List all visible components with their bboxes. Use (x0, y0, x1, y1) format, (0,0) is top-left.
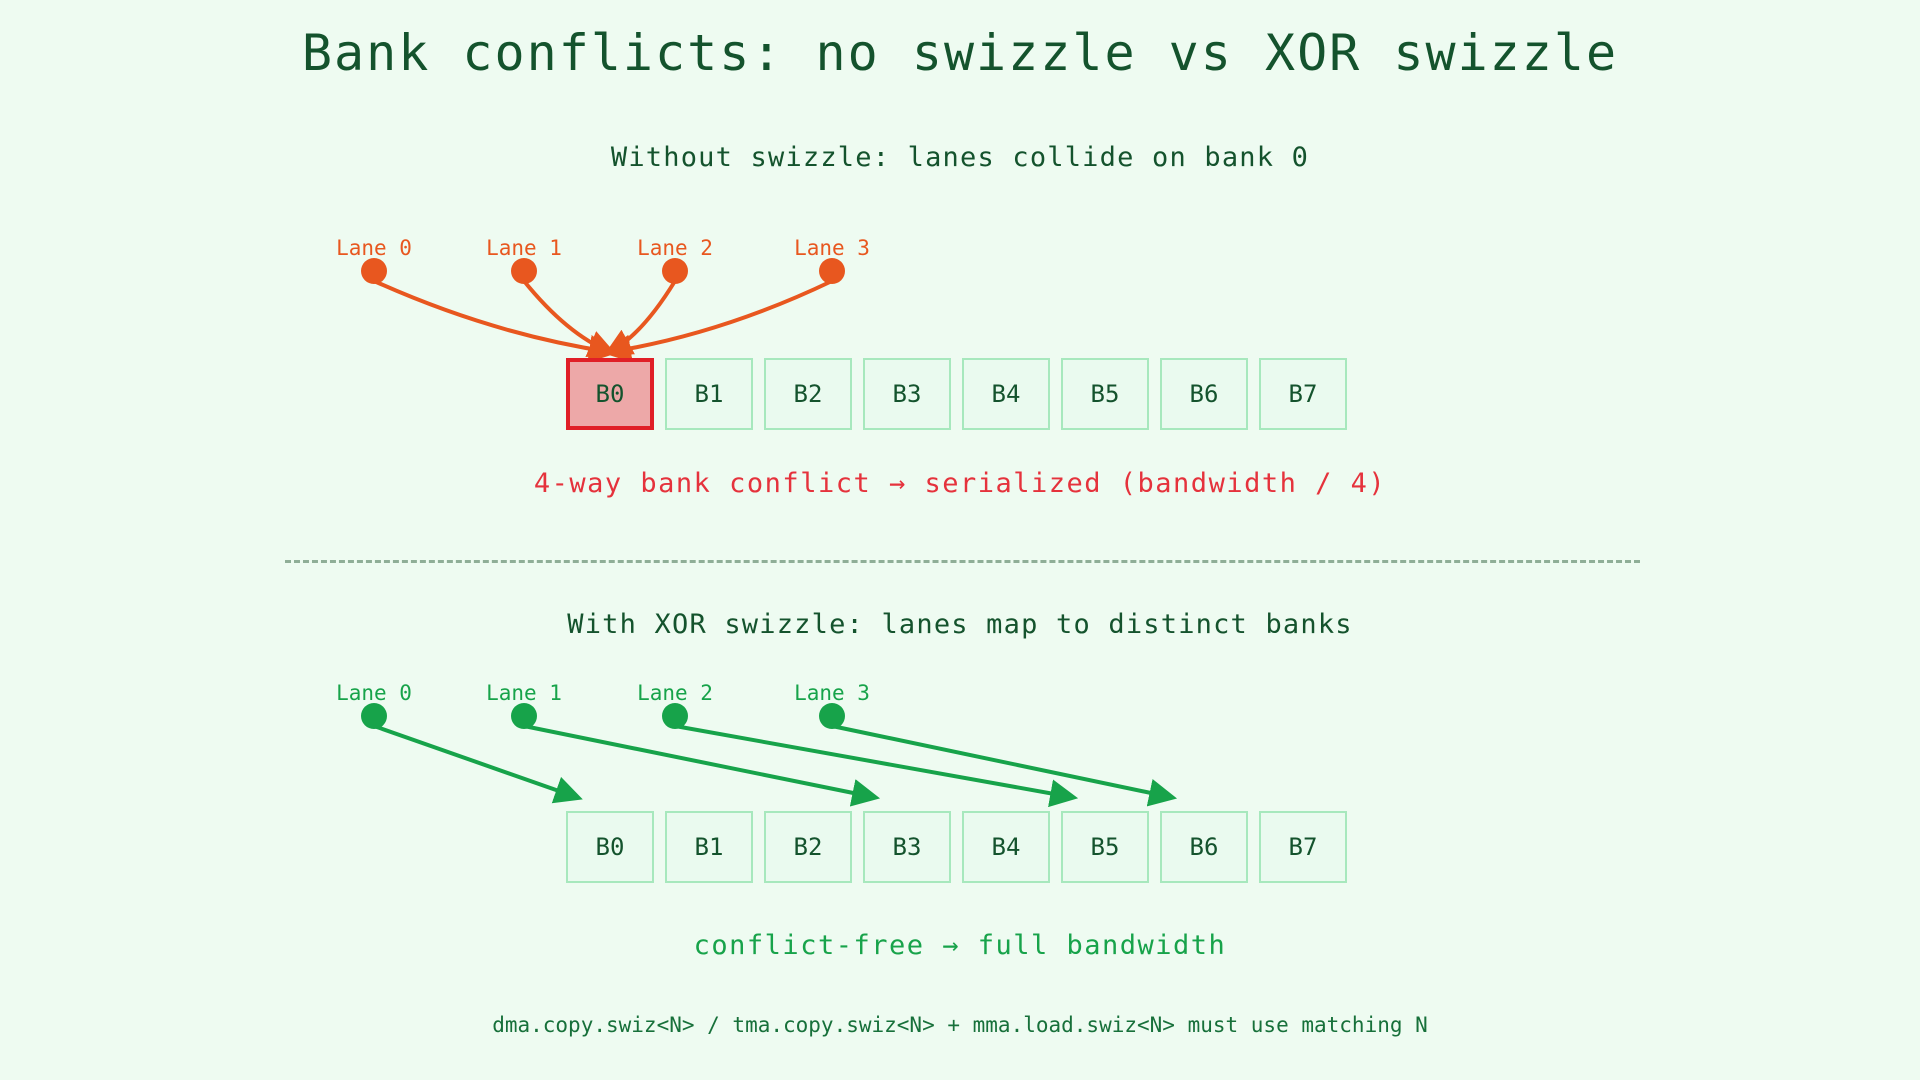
lane-arrow-1 (522, 279, 617, 357)
lane-dot-3 (819, 258, 845, 284)
bank-cell-b5: B5 (1061, 358, 1149, 430)
bank-cell-b1: B1 (665, 811, 753, 883)
bank-cell-b6: B6 (1160, 358, 1248, 430)
lane-label-0: Lane 0 (336, 681, 412, 705)
bank-cell-label: B5 (1090, 833, 1120, 861)
lane-dot-0 (361, 703, 387, 729)
lane-arrow-3 (831, 724, 1178, 807)
bank-cell-b7: B7 (1259, 358, 1347, 430)
caption-bank-conflict: 4-way bank conflict → serialized (bandwi… (533, 468, 1387, 499)
section-heading-xor-swizzle: With XOR swizzle: lanes map to distinct … (567, 609, 1353, 640)
bank-cell-label: B5 (1090, 380, 1120, 408)
bank-cell-label: B0 (595, 833, 625, 861)
bank-cell-b0: B0 (566, 811, 654, 883)
lane-label-2: Lane 2 (637, 681, 713, 705)
bank-cell-label: B7 (1288, 380, 1318, 408)
bank-cell-b3: B3 (863, 811, 951, 883)
bank-cell-b2: B2 (764, 358, 852, 430)
bank-cell-label: B4 (991, 833, 1021, 861)
bank-cell-label: B1 (694, 380, 724, 408)
page-title: Bank conflicts: no swizzle vs XOR swizzl… (301, 24, 1619, 82)
lane-arrow-2 (674, 724, 1079, 808)
bank-cell-label: B3 (892, 380, 922, 408)
bank-cell-label: B1 (694, 833, 724, 861)
lane-dot-1 (511, 703, 537, 729)
bank-cell-label: B6 (1189, 833, 1219, 861)
bank-cell-b4: B4 (962, 358, 1050, 430)
lane-dot-0 (361, 258, 387, 284)
lane-dot-2 (662, 703, 688, 729)
lane-label-3: Lane 3 (794, 236, 870, 260)
bank-cell-b1: B1 (665, 358, 753, 430)
lane-dot-3 (819, 703, 845, 729)
bank-cell-b5: B5 (1061, 811, 1149, 883)
lane-dot-1 (511, 258, 537, 284)
lane-arrow-3 (602, 279, 833, 363)
lane-arrow-0 (373, 724, 583, 804)
bank-cell-b4: B4 (962, 811, 1050, 883)
lane-arrow-1 (523, 724, 881, 807)
section-heading-no-swizzle: Without swizzle: lanes collide on bank 0 (610, 142, 1310, 173)
lane-label-3: Lane 3 (794, 681, 870, 705)
lane-arrow-2 (603, 279, 677, 356)
bank-cell-label: B7 (1288, 833, 1318, 861)
bank-cell-b6: B6 (1160, 811, 1248, 883)
bank-cell-b3: B3 (863, 358, 951, 430)
bank-cell-label: B0 (595, 380, 625, 408)
bank-cell-label: B3 (892, 833, 922, 861)
bank-cell-label: B6 (1189, 380, 1219, 408)
footer-note: dma.copy.swiz<N> / tma.copy.swiz<N> + mm… (492, 1013, 1428, 1037)
bank-cell-label: B4 (991, 380, 1021, 408)
lane-label-1: Lane 1 (486, 681, 562, 705)
bank-cell-b0: B0 (566, 358, 654, 430)
lane-dot-2 (662, 258, 688, 284)
bank-cell-b7: B7 (1259, 811, 1347, 883)
caption-conflict-free: conflict-free → full bandwidth (693, 930, 1227, 961)
bank-cell-b2: B2 (764, 811, 852, 883)
bank-cell-label: B2 (793, 833, 823, 861)
lane-label-0: Lane 0 (336, 236, 412, 260)
lane-label-1: Lane 1 (486, 236, 562, 260)
lane-label-2: Lane 2 (637, 236, 713, 260)
section-divider (285, 560, 1640, 563)
lane-arrow-0 (373, 279, 618, 363)
bank-cell-label: B2 (793, 380, 823, 408)
